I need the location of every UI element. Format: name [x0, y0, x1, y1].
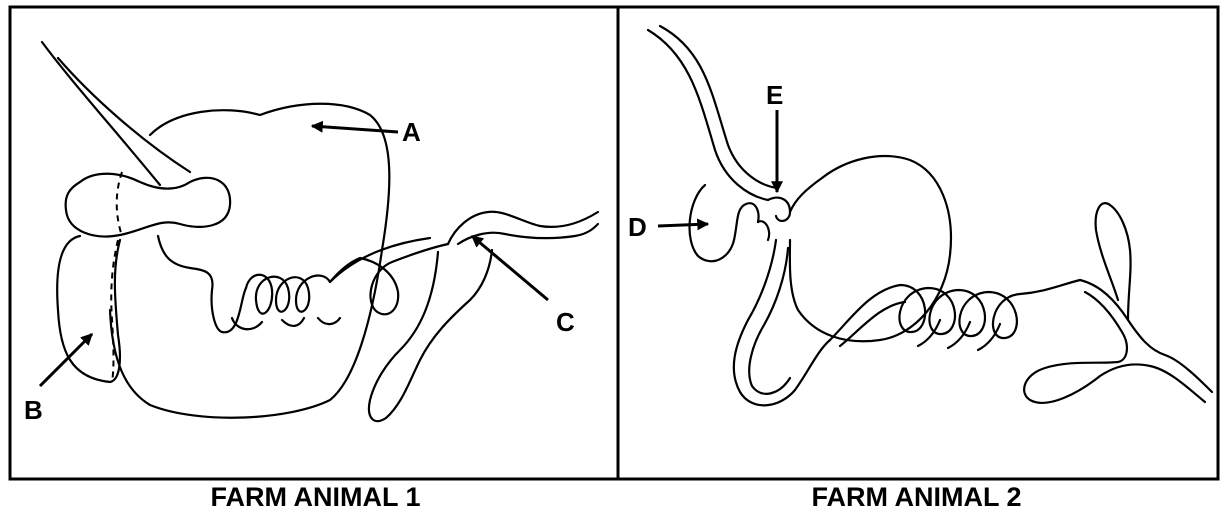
panel-1-frame — [10, 7, 618, 479]
arrow-d — [658, 224, 708, 226]
caption-farm-animal-2: FARM ANIMAL 2 — [611, 481, 1222, 513]
label-d: D — [628, 212, 647, 242]
arrow-c — [472, 236, 548, 300]
diagram-figure: A B C D E — [0, 0, 1222, 482]
label-a: A — [402, 117, 421, 147]
arrow-b — [40, 334, 92, 386]
farm-animal-2-drawing — [648, 26, 1212, 405]
label-b: B — [24, 395, 43, 425]
label-e: E — [766, 80, 783, 110]
label-c: C — [556, 307, 575, 337]
arrow-a — [312, 126, 398, 132]
farm-animal-1-drawing — [42, 42, 598, 421]
caption-farm-animal-1: FARM ANIMAL 1 — [10, 481, 621, 513]
